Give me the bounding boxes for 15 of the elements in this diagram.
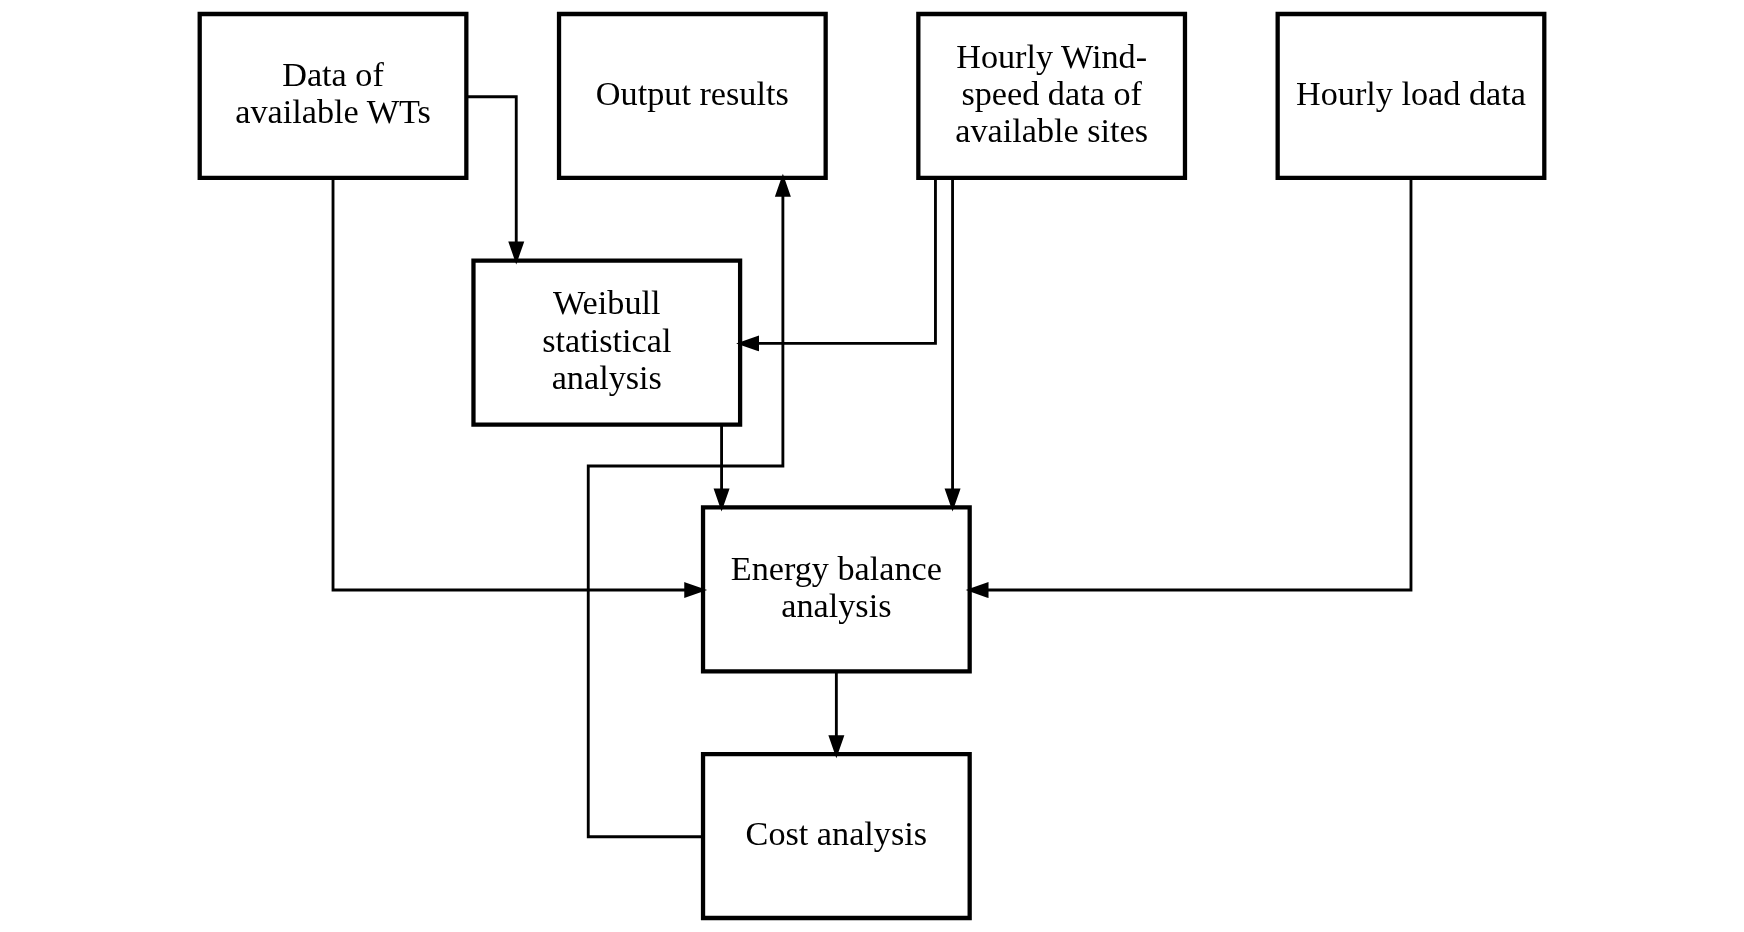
node-box: Energy balance analysis	[700, 505, 972, 674]
node-box: Hourly load data	[1275, 11, 1547, 181]
arrow	[586, 173, 791, 839]
node-box: Hourly Wind-speed data of available sites	[916, 11, 1188, 181]
arrow	[736, 178, 937, 352]
arrow	[965, 178, 1413, 599]
arrow	[331, 178, 708, 599]
node-box: Cost analysis	[700, 751, 972, 921]
arrow	[713, 424, 730, 512]
arrow	[828, 671, 845, 759]
node-box: Output results	[556, 11, 828, 181]
arrow	[466, 95, 525, 265]
node-box: Weibull statistical analysis	[471, 258, 743, 427]
node-box: Data of available WTs	[197, 11, 469, 181]
arrow	[944, 178, 961, 512]
